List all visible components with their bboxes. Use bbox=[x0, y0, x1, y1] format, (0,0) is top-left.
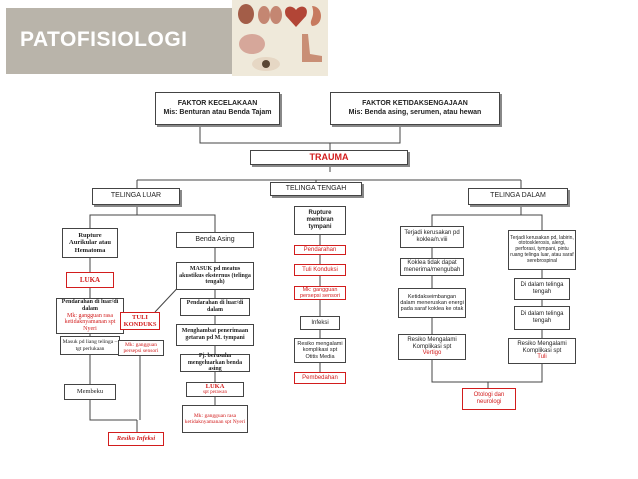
conductive-note-box: Mk: gangguan persepsi sensori bbox=[118, 340, 164, 356]
conductive-deafness-box: TULI KONDUKS bbox=[120, 312, 160, 330]
inner-complication-text: Resiko Mengalami Komplikasi spt bbox=[407, 336, 457, 350]
outer-bleeding-box: Pendarahan di luar/di dalam Mk: gangguan… bbox=[56, 298, 124, 334]
inner-complication-box: Resiko Mengalami Komplikasi spt Vertigo bbox=[398, 334, 466, 360]
heart-icon bbox=[285, 6, 307, 27]
inner-ear-box: TELINGA DALAM bbox=[468, 188, 568, 205]
eye-icon bbox=[252, 57, 280, 71]
infection-risk-box: Resiko Infeksi bbox=[108, 432, 164, 446]
inner-complication2-box: Resiko Mengalami Komplikasi spt Tuli bbox=[508, 338, 576, 364]
middle-complication-box: Resiko mengalami komplikasi spt Otitis M… bbox=[294, 338, 346, 363]
inner-damage-right-box: Terjadi kerusakan pd, labirin, ototoskle… bbox=[508, 230, 576, 270]
outer-luka2-box: LUKA spt perawan bbox=[186, 382, 244, 397]
foreign-body-box: Benda Asing bbox=[176, 232, 254, 248]
factor-accident-title: FAKTOR KECELAKAAN bbox=[177, 100, 258, 108]
middle-sensory-box: Mk: gangguan persepsi sensori bbox=[294, 286, 346, 300]
middle-bleeding-box: Pendarahan bbox=[294, 245, 346, 255]
outer-luka2-text: LUKA bbox=[205, 382, 225, 390]
factor-accident-box: FAKTOR KECELAKAAN Mis: Benturan atau Ben… bbox=[155, 92, 280, 125]
middle-conductive-box: Tuli Konduksi bbox=[294, 264, 346, 276]
outer-bleeding2-box: Pendarahan di luar/di dalam bbox=[180, 298, 250, 316]
factor-unintentional-title: FAKTOR KETIDAKSENGAJAAN bbox=[362, 100, 468, 108]
trauma-box: TRAUMA bbox=[250, 150, 408, 165]
lungs-icon bbox=[258, 6, 282, 24]
middle-surgery-box: Pembedahan bbox=[294, 372, 346, 384]
middle-rupture-box: Rupture membran tympani bbox=[294, 206, 346, 235]
outer-bleeding-note: Mk: gangguan rasa ketidaknyamanan spt Ny… bbox=[64, 312, 116, 333]
enter-canal-box: MASUK pd meatus akustikus eksternus (tel… bbox=[176, 262, 254, 290]
remove-object-box: Pj. berusaha mengeluarkan benda asing bbox=[180, 353, 250, 372]
outer-luka-box: LUKA bbox=[66, 272, 114, 288]
inner-vertigo-text: Vertigo bbox=[422, 350, 442, 357]
inner-in-ear2-box: Di dalam telinga tengah bbox=[514, 306, 570, 330]
outer-swell-box: Membeku bbox=[64, 384, 116, 400]
outer-bleeding-text: Pendarahan di luar/di dalam bbox=[61, 298, 119, 312]
inner-damage-box: Terjadi kerusakan pd koklea/n.viii bbox=[400, 226, 464, 248]
outer-rupture-box: Rupture Aurikular atau Hematoma bbox=[62, 228, 118, 258]
inner-imbalance-box: Ketidakseimbangan dalam meneruskan energ… bbox=[398, 288, 466, 318]
page-title: PATOFISIOLOGI bbox=[20, 28, 188, 51]
outer-enter-box: Masuk pd liang telinga – tgt perlukaan bbox=[60, 336, 120, 355]
stomach-icon bbox=[310, 6, 321, 26]
kidney-icon bbox=[238, 4, 254, 24]
inner-otology-box: Otologi dan neurologi bbox=[462, 388, 516, 410]
outer-luka2-note-box: Mk: gangguan rasa ketidaknyamanan spt Ny… bbox=[182, 405, 248, 433]
foot-icon bbox=[302, 34, 322, 62]
inner-cochlea-box: Koklea tidak dapat menerima/mengubah bbox=[400, 258, 464, 276]
factor-unintentional-box: FAKTOR KETIDAKSENGAJAAN Mis: Benda asing… bbox=[330, 92, 500, 125]
middle-infection-box: Infeksi bbox=[300, 316, 340, 330]
inner-complication2-text: Resiko Mengalami Komplikasi spt bbox=[517, 340, 567, 354]
middle-ear-box: TELINGA TENGAH bbox=[270, 182, 362, 196]
block-vibration-box: Menghambat penerimaan getaran pd M. tymp… bbox=[176, 324, 254, 346]
outer-ear-box: TELINGA LUAR bbox=[92, 188, 180, 205]
organ-icons bbox=[238, 4, 322, 71]
inner-in-ear1-box: Di dalam telinga tengah bbox=[514, 278, 570, 300]
brain-icon bbox=[239, 34, 265, 54]
inner-deaf-text: Tuli bbox=[537, 354, 547, 361]
factor-accident-sub: Mis: Benturan atau Benda Tajam bbox=[163, 108, 272, 116]
factor-unintentional-sub: Mis: Benda asing, serumen, atau hewan bbox=[348, 108, 482, 116]
title-band bbox=[6, 8, 232, 74]
outer-luka2-sub: spt perawan bbox=[202, 390, 228, 396]
organ-icons-panel bbox=[232, 0, 328, 76]
header: PATOFISIOLOGI bbox=[0, 0, 638, 76]
